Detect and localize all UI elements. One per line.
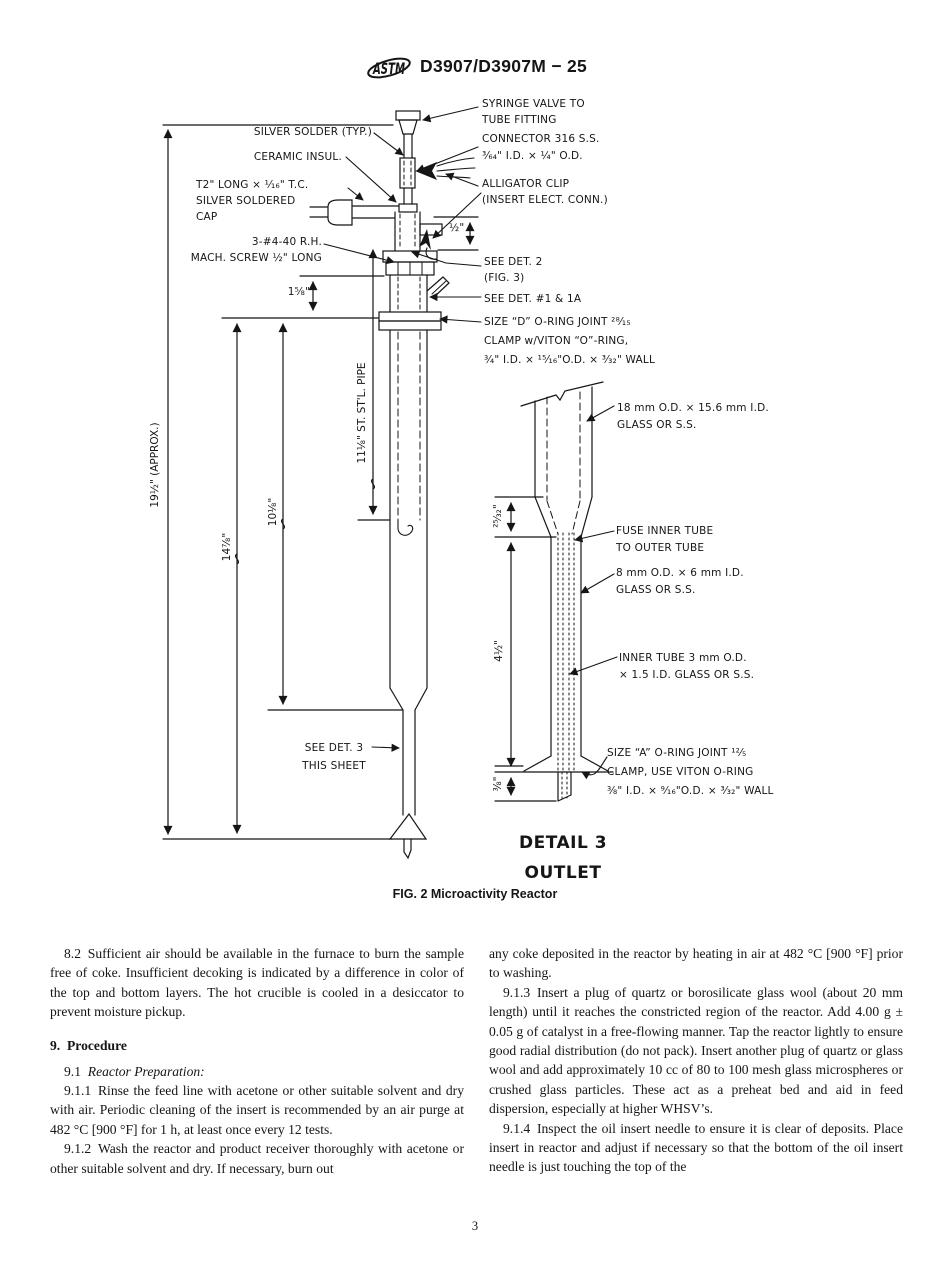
paragraph-9-1-3: 9.1.3 Insert a plug of quartz or borosil… <box>489 984 903 1117</box>
label-line: ¾" I.D. × ¹⁵⁄₁₆"O.D. × ³⁄₃₂" WALL <box>484 354 656 366</box>
paragraph-9-1: 9.1 Reactor Preparation: <box>50 1062 464 1081</box>
detail-3-title: DETAIL 3 OUTLET <box>463 828 663 888</box>
paragraph-9-1-2-continued: any coke deposited in the reactor by hea… <box>489 946 903 981</box>
astm-logo-icon: ASTM <box>367 57 411 79</box>
paragraph-9-1-4: 9.1.4 Inspect the oil insert needle to e… <box>489 1120 903 1175</box>
document-title: D3907/D3907M − 25 <box>420 56 588 76</box>
label-line: CLAMP w/VITON “O”-RING, <box>484 335 629 347</box>
alligator-clip-arrow2-icon <box>419 229 431 250</box>
label-line: SYRINGE VALVE TO <box>482 98 585 110</box>
label-line: × 1.5 I.D. GLASS OR S.S. <box>619 669 755 681</box>
label-line: SILVER SOLDERED <box>196 195 296 207</box>
paragraph-8-2: 8.2 Sufficient air should be available i… <box>50 946 464 1020</box>
label-see-det-3: SEE DET. 3 THIS SHEET <box>296 739 372 775</box>
detail-3-title-line: OUTLET <box>524 863 602 883</box>
label-line: TO OUTER TUBE <box>616 542 705 554</box>
label-line: THIS SHEET <box>302 760 366 772</box>
label-see-det-1: SEE DET. #1 & 1A <box>484 291 581 307</box>
reactor-diagram-linework <box>162 106 618 860</box>
label-line: (INSERT ELECT. CONN.) <box>482 194 608 206</box>
section-title-italic: Reactor Preparation: <box>87 1063 205 1079</box>
label-size-d-oring: SIZE “D” O-RING JOINT ²⁸⁄₁₅ CLAMP w/VITO… <box>484 313 655 370</box>
label-syringe-valve: SYRINGE VALVE TO TUBE FITTING <box>482 96 585 128</box>
label-inner-tube: INNER TUBE 3 mm O.D. × 1.5 I.D. GLASS OR… <box>619 650 754 684</box>
label-line: CLAMP, USE VITON O-RING <box>607 766 754 778</box>
label-line: 3-#4-40 R.H. <box>251 236 322 248</box>
figure-caption: FIG. 2 Microactivity Reactor <box>392 887 558 901</box>
label-line: 1⅝" <box>287 286 310 298</box>
label-line: INNER TUBE 3 mm O.D. <box>619 652 747 664</box>
label-line: CERAMIC INSUL. <box>253 151 342 163</box>
label-silver-solder: SILVER SOLDER (TYP.) <box>238 124 372 140</box>
label-mach-screw: 3-#4-40 R.H. MACH. SCREW ½" LONG <box>130 234 322 266</box>
label-line: SEE DET. #1 & 1A <box>484 293 582 305</box>
dimension-half-inch: ½" <box>449 220 464 236</box>
label-tc-cap: T2" LONG × ¹⁄₁₆" T.C. SILVER SOLDERED CA… <box>196 177 308 225</box>
label-size-a-oring: SIZE “A” O-RING JOINT ¹²⁄₅ CLAMP, USE VI… <box>607 744 774 801</box>
label-line: ⅜" I.D. × ⁹⁄₁₆"O.D. × ³⁄₃₂" WALL <box>607 785 774 797</box>
label-line: T2" LONG × ¹⁄₁₆" T.C. <box>196 179 309 191</box>
page-number: 3 <box>471 1219 479 1233</box>
label-line: (FIG. 3) <box>484 272 525 284</box>
label-line: 8 mm O.D. × 6 mm I.D. <box>616 567 744 579</box>
dimension-4-12: 4½" <box>493 640 505 662</box>
label-line: SIZE “A” O-RING JOINT ¹²⁄₅ <box>607 747 747 759</box>
dimension-14-78: 14⅞" <box>221 532 233 562</box>
dimension-overall: 19½" (APPROX.) <box>149 422 161 508</box>
dimension-3-8: ⅜" <box>492 776 504 792</box>
label-line: ALLIGATOR CLIP <box>482 178 570 190</box>
heading-9-procedure: 9. Procedure <box>50 1037 127 1053</box>
label-line: CONNECTOR 316 S.S. <box>482 133 600 145</box>
label-8mm-glass: 8 mm O.D. × 6 mm I.D. GLASS OR S.S. <box>616 565 744 599</box>
label-line: TUBE FITTING <box>482 114 557 126</box>
label-line: FUSE INNER TUBE <box>616 525 714 537</box>
label-see-det-2: SEE DET. 2 (FIG. 3) <box>484 254 543 286</box>
label-line: ³⁄₆₄" I.D. × ¼" O.D. <box>482 150 583 162</box>
detail-3-title-line: DETAIL 3 <box>518 833 608 853</box>
dimension-25-32: ²⁵⁄₃₂" <box>492 504 504 528</box>
label-ceramic-insul: CERAMIC INSUL. <box>230 149 342 165</box>
paragraph-9-1-2: 9.1.2 Wash the reactor and product recei… <box>50 1141 464 1176</box>
label-line: 18 mm O.D. × 15.6 mm I.D. <box>617 402 769 414</box>
label-line: SEE DET. 3 <box>304 742 364 754</box>
label-line: GLASS OR S.S. <box>617 419 697 431</box>
alligator-clip-arrow-icon <box>415 162 437 180</box>
figure-2-microactivity-reactor: SYRINGE VALVE TO TUBE FITTING SILVER SOL… <box>130 96 774 901</box>
label-line: SEE DET. 2 <box>484 256 543 268</box>
paragraph-9-1-1: 9.1.1 Rinse the feed line with acetone o… <box>50 1083 464 1137</box>
label-18mm-glass: 18 mm O.D. × 15.6 mm I.D. GLASS OR S.S. <box>617 400 769 434</box>
text-column-right: any coke deposited in the reactor by hea… <box>489 944 903 1177</box>
label-line: ½" <box>449 222 465 234</box>
dimension-1-58: 1⅝" <box>284 284 310 300</box>
text-column-left: 8.2 Sufficient air should be available i… <box>50 944 464 1178</box>
label-line: MACH. SCREW ½" LONG <box>190 252 322 264</box>
label-connector: CONNECTOR 316 S.S. ³⁄₆₄" I.D. × ¼" O.D. <box>482 131 600 165</box>
label-line: GLASS OR S.S. <box>616 584 696 596</box>
section-number: 9.1 <box>64 1063 88 1079</box>
label-line: SIZE “D” O-RING JOINT ²⁸⁄₁₅ <box>484 316 631 328</box>
label-alligator-clip: ALLIGATOR CLIP (INSERT ELECT. CONN.) <box>482 176 608 208</box>
dimension-pipe: 11⅛" ST. ST'L. PIPE <box>356 362 368 464</box>
label-fuse-tube: FUSE INNER TUBE TO OUTER TUBE <box>616 523 713 557</box>
label-line: SILVER SOLDER (TYP.) <box>253 126 372 138</box>
label-line: CAP <box>196 211 218 223</box>
dimension-10-18: 10⅛" <box>267 497 279 527</box>
page-header: ASTM D3907/D3907M − 25 <box>0 0 950 95</box>
